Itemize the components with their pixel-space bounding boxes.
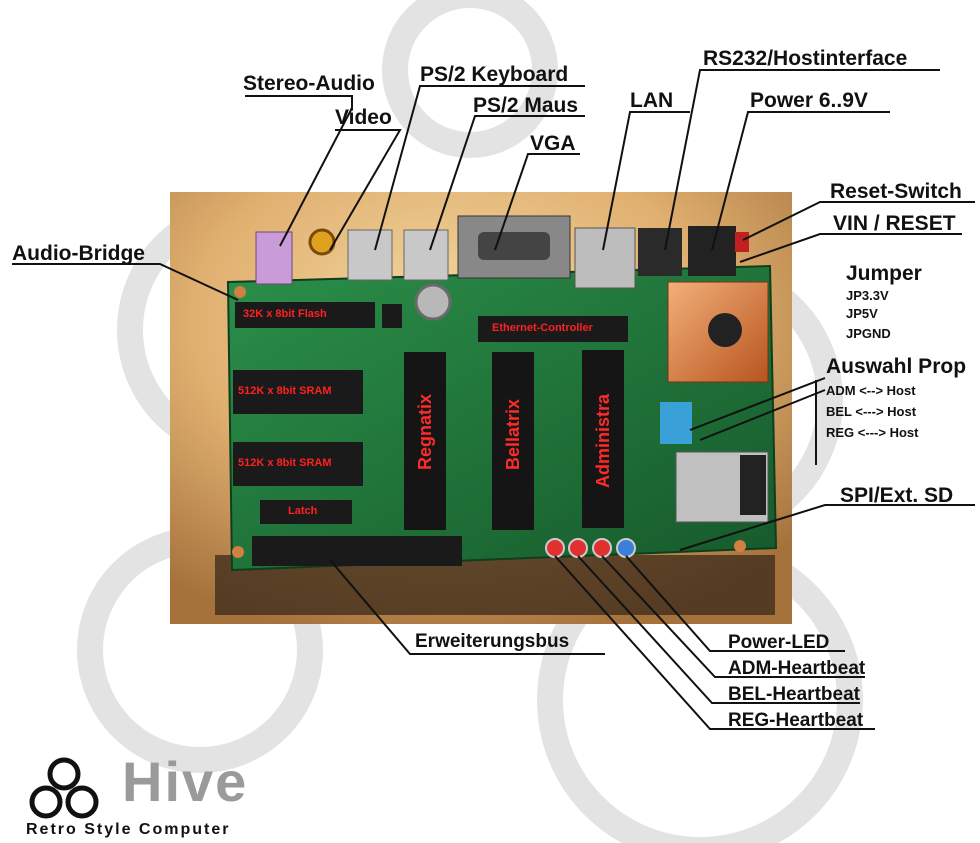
small-chip bbox=[382, 304, 402, 328]
power-led bbox=[616, 538, 636, 558]
sram-chip-1 bbox=[233, 370, 363, 414]
power-jack bbox=[688, 226, 736, 276]
label-power: Power 6..9V bbox=[750, 89, 868, 112]
label-jpgnd: JPGND bbox=[846, 326, 891, 341]
label-spi-sd: SPI/Ext. SD bbox=[840, 484, 954, 507]
label-adm-heartbeat: ADM-Heartbeat bbox=[728, 658, 866, 679]
bel-led bbox=[568, 538, 588, 558]
dip-switch bbox=[660, 402, 692, 444]
logo-tagline: Retro Style Computer bbox=[26, 821, 231, 838]
label-power-led: Power-LED bbox=[728, 632, 830, 653]
label-ps2-keyboard: PS/2 Keyboard bbox=[420, 63, 569, 86]
adm-led bbox=[592, 538, 612, 558]
hive-rings-icon bbox=[29, 757, 99, 819]
rtc-battery bbox=[414, 283, 452, 321]
label-auswahl-prop: Auswahl Prop bbox=[826, 355, 967, 378]
chip-label-sram-2: 512K x 8bit SRAM bbox=[238, 457, 332, 469]
regulator-knob bbox=[708, 313, 742, 347]
video-rca-jack bbox=[308, 228, 336, 256]
label-jumper: Jumper bbox=[846, 262, 922, 285]
stereo-audio-jack bbox=[255, 231, 293, 285]
regnatix-chip bbox=[404, 352, 446, 530]
ps2-mouse-port bbox=[403, 229, 449, 281]
label-reset-switch: Reset-Switch bbox=[830, 180, 962, 203]
sd-card bbox=[740, 455, 766, 515]
chip-label-regnatix: Regnatix bbox=[415, 393, 435, 470]
label-adm-host: ADM <--> Host bbox=[826, 383, 916, 398]
chip-label-administra: Administra bbox=[593, 393, 613, 488]
label-stereo-audio: Stereo-Audio bbox=[243, 72, 375, 95]
ethernet-controller-chip bbox=[478, 316, 628, 342]
label-ps2-maus: PS/2 Maus bbox=[473, 94, 579, 117]
expansion-bus-header bbox=[252, 536, 462, 566]
label-bel-host: BEL <---> Host bbox=[826, 404, 917, 419]
screw bbox=[234, 286, 246, 298]
label-bel-heartbeat: BEL-Heartbeat bbox=[728, 684, 860, 705]
label-rs232: RS232/Hostinterface bbox=[703, 47, 908, 70]
chip-label-flash: 32K x 8bit Flash bbox=[243, 308, 327, 320]
label-vga: VGA bbox=[530, 132, 576, 155]
chip-label-ethernet: Ethernet-Controller bbox=[492, 322, 593, 334]
label-vin-reset: VIN / RESET bbox=[833, 212, 956, 235]
reset-switch bbox=[735, 232, 749, 252]
label-reg-heartbeat: REG-Heartbeat bbox=[728, 710, 864, 731]
label-jp5: JP5V bbox=[846, 306, 878, 321]
flash-chip bbox=[235, 302, 375, 328]
vga-socket bbox=[478, 232, 550, 260]
ps2-keyboard-port bbox=[347, 229, 393, 281]
reg-led bbox=[545, 538, 565, 558]
rs232-jack bbox=[638, 228, 682, 276]
administra-chip bbox=[582, 350, 624, 528]
bellatrix-chip bbox=[492, 352, 534, 530]
label-reg-host: REG <---> Host bbox=[826, 425, 919, 440]
label-audio-bridge: Audio-Bridge bbox=[12, 242, 145, 265]
chip-label-bellatrix: Bellatrix bbox=[503, 398, 523, 470]
lan-port bbox=[574, 227, 636, 289]
label-video: Video bbox=[335, 106, 392, 129]
latch-chip bbox=[260, 500, 352, 524]
sram-chip-2 bbox=[233, 442, 363, 486]
screw bbox=[232, 546, 244, 558]
label-lan: LAN bbox=[630, 89, 674, 112]
screw bbox=[734, 540, 746, 552]
label-jp33: JP3.3V bbox=[846, 288, 889, 303]
logo-brand: Hive bbox=[122, 750, 249, 813]
chip-label-sram-1: 512K x 8bit SRAM bbox=[238, 385, 332, 397]
chip-label-latch: Latch bbox=[288, 505, 318, 517]
label-erweiterungsbus: Erweiterungsbus bbox=[415, 631, 570, 652]
hive-logo: Hive Retro Style Computer bbox=[22, 752, 352, 842]
